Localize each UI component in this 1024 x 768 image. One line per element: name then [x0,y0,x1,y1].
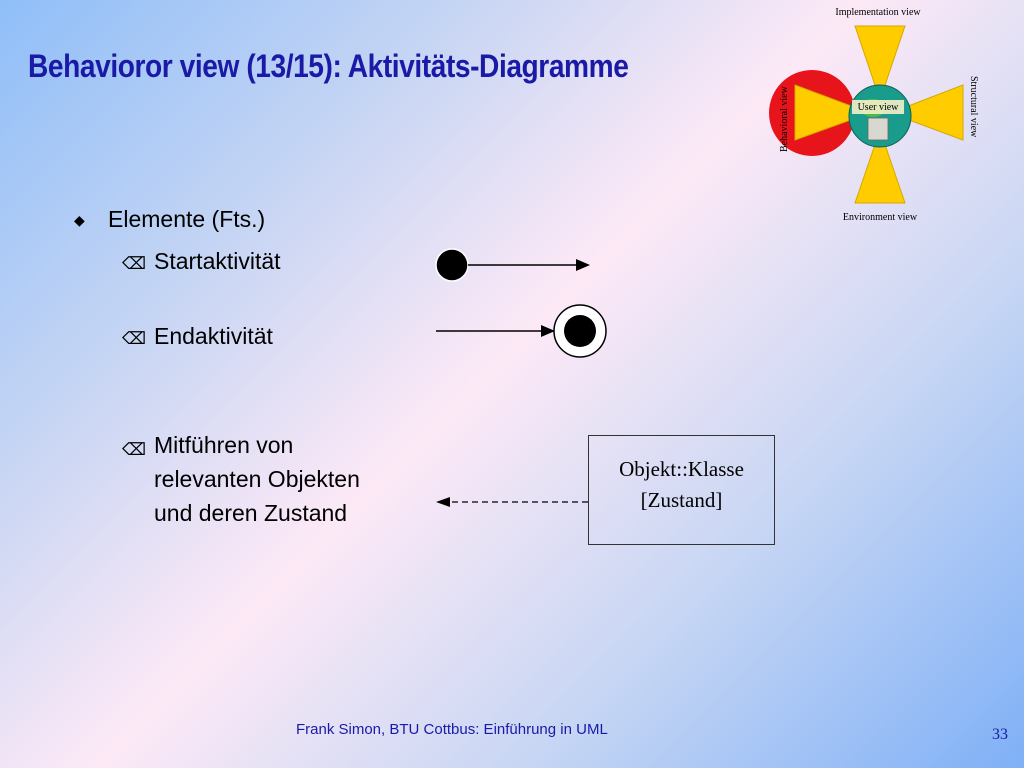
bullet-elemente: Elemente (Fts.) [108,206,266,232]
sub-item-line: und deren Zustand [154,500,348,526]
object-state-label: [Zustand] [640,488,723,512]
start-arrow-head-icon [576,259,590,271]
erase-left-icon: ⌫ [122,440,147,459]
erase-left-icon: ⌫ [122,254,147,273]
environment-arm [854,128,906,204]
structural-view-label: Structural view [968,76,979,138]
start-activity-icon [435,248,469,282]
sub-item-line: relevanten Objekten [154,466,360,492]
environment-view-label: Environment view [843,212,918,223]
diamond-bullet-icon: ◆ [74,212,85,228]
sub-item-line: Mitführen von [154,432,294,458]
user-view-label-bg [852,100,904,114]
implementation-view-label: Implementation view [835,7,921,18]
object-state-box: Objekt::Klasse [Zustand] [588,435,775,545]
sub-item-endaktivitaet: Endaktivität [154,323,273,349]
footer-text: Frank Simon, BTU Cottbus: Einführung in … [296,721,608,738]
object-flow-arrow-head-icon [436,497,450,507]
structural-arm [888,84,964,141]
sub-item-mitfuehren: Mitführen von relevanten Objekten und de… [154,428,360,530]
implementation-arm [854,25,906,102]
behavioral-view-label: Behavioral view [779,85,790,152]
slide-title: Behavioror view (13/15): Aktivitäts-Diag… [28,48,629,84]
end-activity-inner-icon [564,315,596,347]
end-arrow-head-icon [541,325,555,337]
behavioral-arm [794,84,872,141]
sub-item-startaktivitaet: Startaktivität [154,248,281,274]
erase-left-icon: ⌫ [122,329,147,348]
user-figure-icon [867,117,889,141]
object-class-label: Objekt::Klasse [619,457,744,481]
page-number: 33 [992,726,1008,743]
user-view-label: User view [858,102,900,113]
